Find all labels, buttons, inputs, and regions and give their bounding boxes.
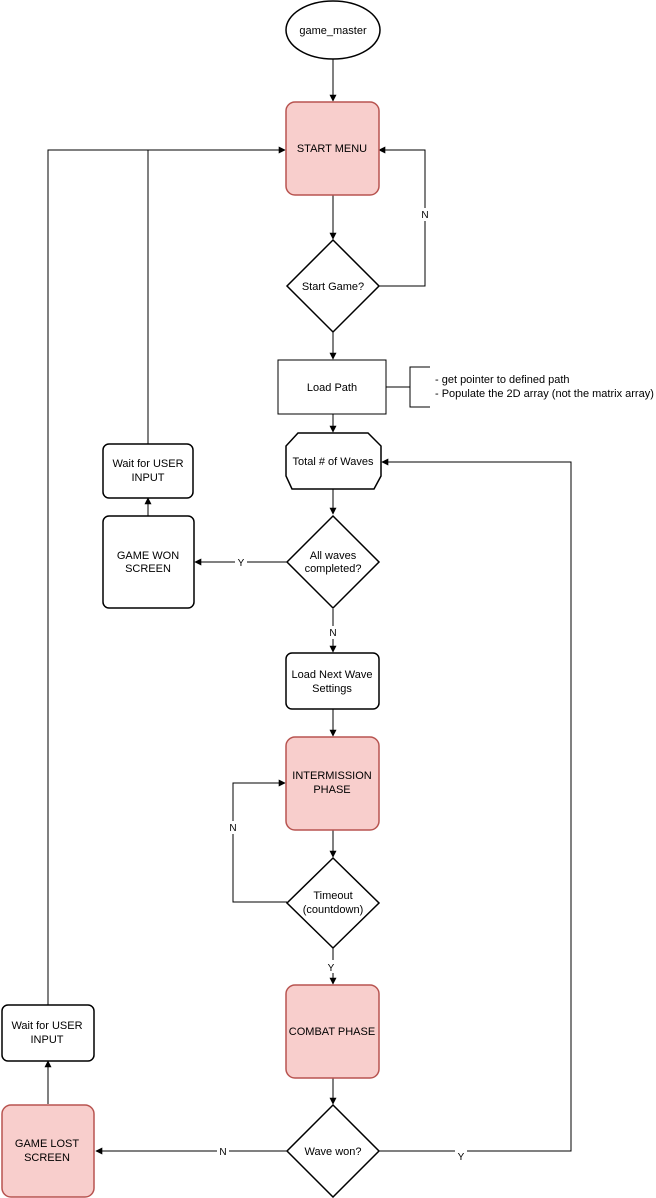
node-start-menu-label: START MENU — [297, 143, 367, 155]
label-timeout-yes: Y — [328, 963, 335, 974]
node-total-waves: Total # of Waves — [285, 432, 382, 490]
node-wait-user-top-label-2: INPUT — [132, 472, 165, 484]
node-start-game-label: Start Game? — [302, 281, 364, 293]
node-all-waves-label-1: All waves — [310, 550, 357, 562]
label-all-waves-no: N — [329, 628, 336, 639]
node-start-menu: START MENU — [285, 101, 380, 196]
node-wait-user-top: Wait for USER INPUT — [102, 443, 194, 499]
edge-labels: N Y N N Y N Y — [217, 208, 467, 1163]
node-game-lost-label-1: GAME LOST — [15, 1138, 79, 1150]
node-wait-user-top-label-1: Wait for USER — [112, 458, 183, 470]
node-all-waves: All waves completed? — [285, 514, 381, 610]
annotation-line-2: - Populate the 2D array (not the matrix … — [435, 388, 654, 400]
node-game-won: GAME WON SCREEN — [102, 515, 195, 609]
node-timeout: Timeout (countdown) — [285, 856, 381, 950]
node-timeout-label-1: Timeout — [313, 890, 352, 902]
node-game-master-label: game_master — [299, 25, 367, 37]
node-wave-won: Wave won? — [285, 1103, 381, 1198]
node-game-master: game_master — [285, 0, 381, 60]
label-timeout-no: N — [229, 823, 236, 834]
node-start-game: Start Game? — [285, 238, 381, 334]
annotation-bracket — [386, 366, 430, 408]
node-game-lost-label-2: SCREEN — [24, 1152, 70, 1164]
node-load-next-wave: Load Next Wave Settings — [285, 652, 380, 710]
node-intermission-label-2: PHASE — [313, 784, 350, 796]
edge-start-game-no — [378, 146, 426, 287]
node-game-won-label-1: GAME WON — [117, 550, 179, 562]
node-game-won-label-2: SCREEN — [125, 563, 171, 575]
node-wait-user-bottom-label-2: INPUT — [31, 1034, 64, 1046]
edges — [44, 59, 572, 1155]
edge-timeout-no — [232, 779, 287, 903]
edge-wait-top-to-start-menu — [147, 146, 286, 444]
label-start-no: N — [421, 210, 428, 221]
label-all-waves-yes: Y — [238, 558, 245, 569]
edge-wait-bottom-to-start-menu — [47, 149, 148, 1005]
annotation-line-1: - get pointer to defined path — [435, 374, 570, 386]
node-intermission-label-1: INTERMISSION — [292, 770, 372, 782]
node-combat: COMBAT PHASE — [285, 984, 380, 1079]
edge-wave-won-yes — [378, 458, 572, 1152]
annotation: - get pointer to defined path - Populate… — [435, 374, 654, 400]
node-wait-user-bottom-label-1: Wait for USER — [11, 1020, 82, 1032]
node-load-next-wave-label-1: Load Next Wave — [292, 669, 373, 681]
node-total-waves-label: Total # of Waves — [293, 456, 374, 468]
node-wave-won-label: Wave won? — [304, 1146, 361, 1158]
node-timeout-label-2: (countdown) — [303, 904, 364, 916]
node-load-path-label: Load Path — [307, 382, 357, 394]
node-combat-label: COMBAT PHASE — [289, 1026, 375, 1038]
node-all-waves-label-2: completed? — [305, 563, 362, 575]
label-wave-won-no: N — [219, 1147, 226, 1158]
node-load-next-wave-label-2: Settings — [312, 683, 352, 695]
node-intermission: INTERMISSION PHASE — [285, 736, 380, 831]
node-wait-user-bottom: Wait for USER INPUT — [1, 1004, 95, 1062]
node-load-path: Load Path — [277, 359, 387, 415]
label-wave-won-yes: Y — [458, 1152, 465, 1163]
node-game-lost: GAME LOST SCREEN — [1, 1104, 95, 1198]
